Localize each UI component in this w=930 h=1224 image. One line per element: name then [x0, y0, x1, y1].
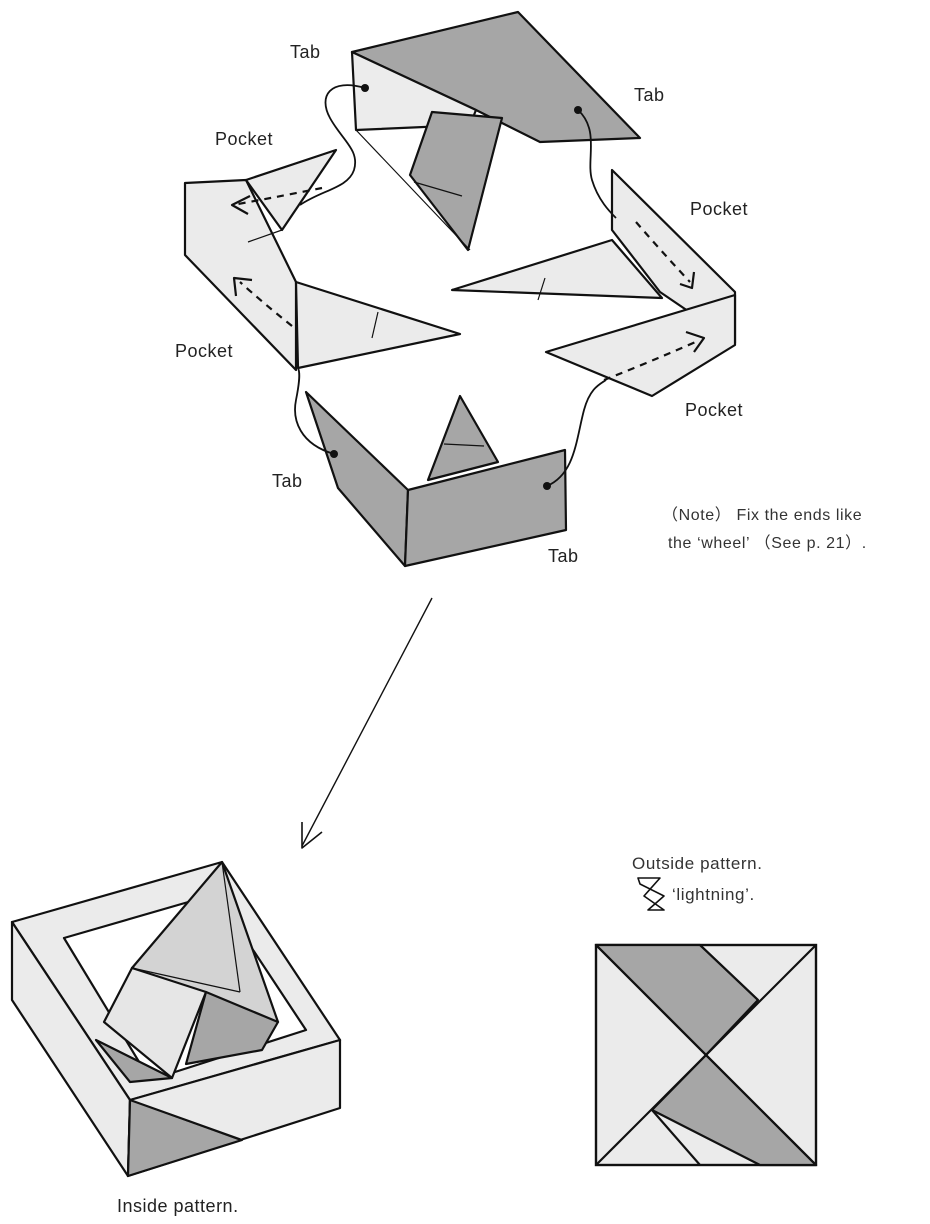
assembly-arrow	[302, 598, 432, 848]
note-line-1: （Note） Fix the ends like	[662, 506, 862, 524]
outside-pattern-title: Outside pattern.	[632, 854, 763, 873]
module-top	[352, 12, 640, 250]
label-pocket-top-left: Pocket	[215, 129, 273, 149]
label-tab-top-left: Tab	[290, 42, 321, 62]
lightning-icon	[638, 878, 664, 910]
label-tab-bottom-left: Tab	[272, 471, 303, 491]
label-tab-bottom-right: Tab	[548, 546, 579, 566]
module-left-mid-flap	[296, 282, 460, 368]
label-pocket-right-top: Pocket	[690, 199, 748, 219]
note-line-2: the ‘wheel’ （See p. 21）.	[668, 534, 867, 552]
label-pocket-left-mid: Pocket	[175, 341, 233, 361]
caption-inside-pattern: Inside pattern.	[117, 1196, 239, 1216]
outside-pattern-name: ‘lightning’.	[672, 885, 755, 904]
module-bottom	[306, 392, 566, 566]
module-bottom-flap	[428, 396, 498, 480]
label-tab-top-right: Tab	[634, 85, 665, 105]
module-top-flap	[410, 112, 502, 250]
module-bottom-left-wall	[306, 392, 408, 566]
label-pocket-right-bottom: Pocket	[685, 400, 743, 420]
module-bottom-right-wall	[405, 450, 566, 566]
finished-box	[12, 862, 340, 1176]
outside-pattern-square	[596, 945, 816, 1165]
module-right-bottom-flap	[546, 295, 735, 396]
